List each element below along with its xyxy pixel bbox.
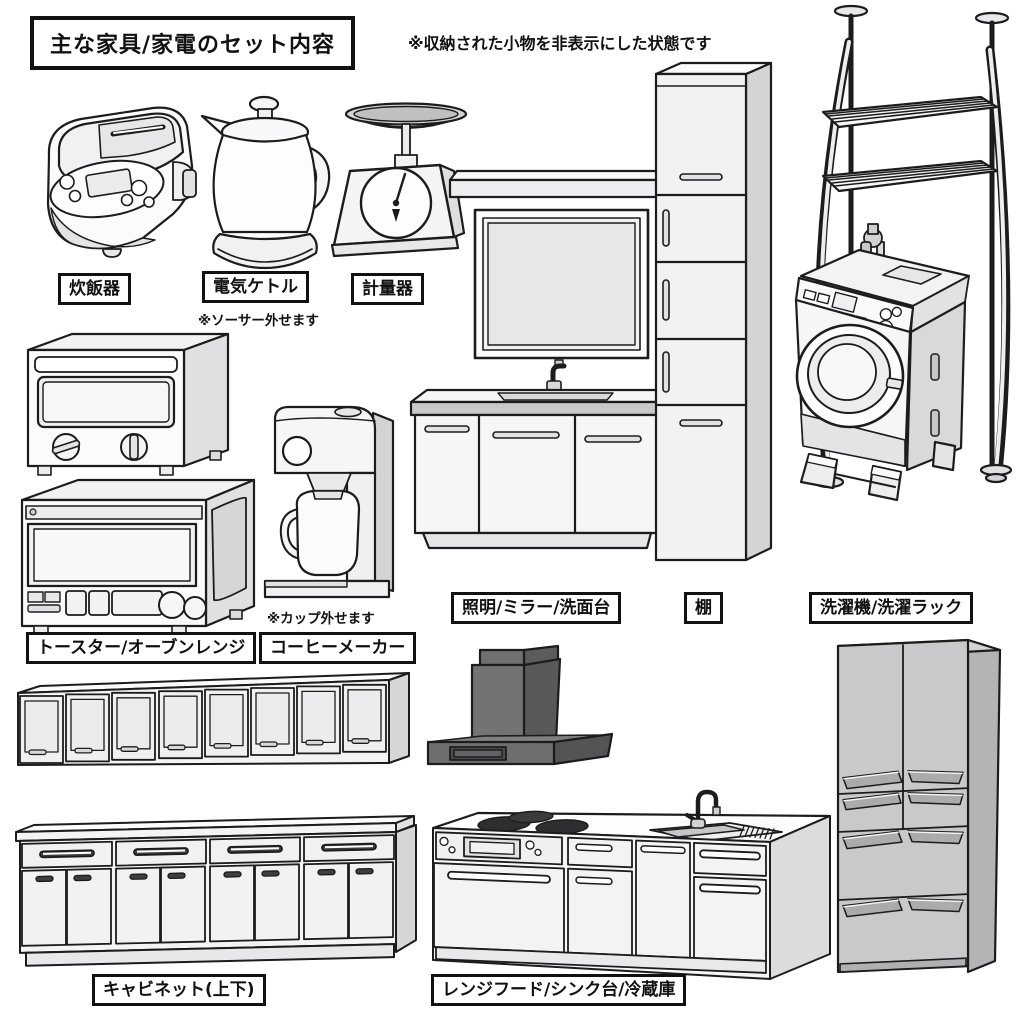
washer-rack-illustration	[794, 4, 1013, 502]
upper-cabinet-body	[17, 672, 410, 766]
label-cabinet: キャビネット(上下)	[92, 974, 266, 1007]
lower-cabinet-body	[15, 815, 417, 967]
toaster-oven-illustration	[20, 332, 256, 636]
note-electric-kettle: ※ソーサー外せます	[198, 313, 319, 329]
coffee-maker-illustration	[263, 405, 395, 599]
shelf-illustration	[654, 61, 773, 562]
kitchen-counter-illustration	[431, 789, 832, 980]
shelf-body	[654, 61, 773, 562]
label-kitchen-unit: レンジフード/シンク台/冷蔵庫	[431, 974, 687, 1007]
rice-cooker-illustration	[46, 106, 197, 258]
washstand-illustration	[409, 169, 667, 550]
rice-cooker-body	[46, 106, 197, 258]
light-bar	[448, 169, 667, 199]
vanity-counter	[409, 388, 663, 417]
label-coffee-maker: コーヒーメーカー	[259, 632, 417, 665]
label-electric-kettle: 電気ケトル	[202, 271, 309, 304]
toaster	[26, 332, 230, 476]
rack-shelves	[821, 95, 999, 193]
lower-cabinet-illustration	[15, 815, 417, 967]
label-toaster-oven: トースター/オーブンレンジ	[26, 632, 257, 665]
range-hood-illustration	[426, 644, 614, 766]
scale-body	[330, 102, 468, 258]
label-rice-cooker: 炊飯器	[58, 273, 131, 306]
vanity-cabinet	[413, 413, 659, 550]
washing-machine	[794, 248, 971, 502]
note-coffee-maker: ※カップ外せます	[267, 611, 375, 627]
label-washstand: 照明/ミラー/洗面台	[451, 592, 622, 625]
label-kitchen-scale: 計量器	[351, 273, 424, 306]
oven-range	[20, 478, 256, 636]
label-shelf: 棚	[684, 592, 723, 625]
page-title: 主な家具/家電のセット内容	[30, 16, 356, 70]
page-note: ※収納された小物を非表示にした状態です	[408, 34, 712, 53]
counter-cabinet	[432, 815, 831, 980]
vanity-faucet	[546, 359, 567, 391]
electric-kettle-illustration	[200, 95, 331, 270]
mirror	[473, 208, 650, 360]
refrigerator-body	[836, 638, 1002, 974]
range-hood-body	[426, 644, 614, 766]
kitchen-scale-illustration	[330, 102, 468, 258]
upper-cabinet-illustration	[17, 672, 410, 766]
sink-faucet	[685, 789, 721, 829]
coffee-maker-body	[263, 405, 395, 599]
label-washer-rack: 洗濯機/洗濯ラック	[809, 592, 974, 625]
rack-right-foot	[979, 463, 1013, 484]
refrigerator-illustration	[836, 638, 1002, 974]
kettle-body	[200, 95, 331, 270]
